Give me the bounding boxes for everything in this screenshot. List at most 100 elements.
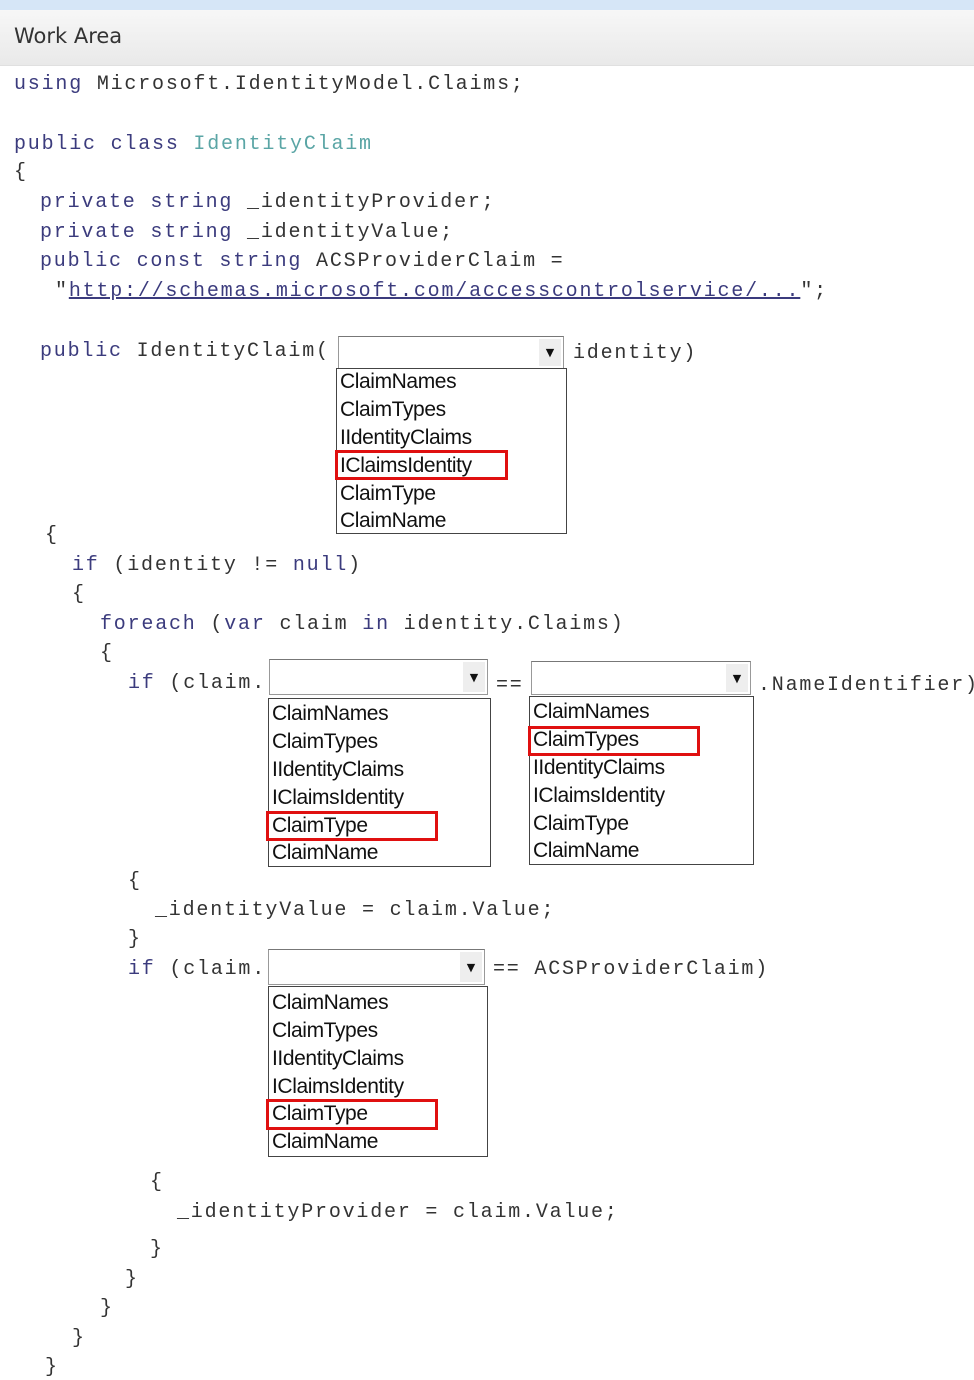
dropdown-option[interactable]: ClaimNames [272, 702, 389, 725]
code-text: identity) [573, 342, 698, 365]
claim-property-dropdown-2[interactable]: ▼ [268, 949, 485, 985]
code-text: (claim. [155, 672, 267, 695]
work-area-header: Work Area [0, 10, 974, 66]
dropdown-option[interactable]: IIdentityClaims [533, 756, 665, 779]
dropdown-option[interactable]: ClaimType [272, 1102, 368, 1125]
class-name: IdentityClaim [179, 133, 373, 156]
parameter-type-dropdown[interactable]: ▼ [338, 336, 564, 369]
keyword: if [128, 672, 156, 695]
dropdown-option[interactable]: ClaimTypes [340, 398, 446, 421]
code-line: } [150, 1238, 164, 1261]
dropdown-option[interactable]: ClaimNames [272, 991, 389, 1014]
dropdown-options-list: ClaimNames ClaimTypes IIdentityClaims IC… [529, 696, 754, 865]
keyword: in [362, 613, 390, 636]
code-text: ( [196, 613, 225, 636]
keyword: public const string [40, 250, 303, 273]
code-line: _identityValue = claim.Value; [155, 899, 556, 922]
code-line: using Microsoft.IdentityModel.Claims; [14, 73, 525, 97]
code-line: if (claim. [128, 958, 266, 982]
code-line: { [45, 524, 59, 547]
code-text: claim [265, 613, 363, 636]
chevron-down-icon[interactable]: ▼ [726, 664, 748, 692]
dropdown-option[interactable]: ClaimTypes [272, 730, 378, 753]
dropdown-option[interactable]: ClaimType [340, 482, 436, 505]
code-line: } [128, 928, 142, 951]
code-line: { [128, 870, 142, 893]
claim-property-dropdown[interactable]: ▼ [269, 659, 488, 695]
keyword: public [40, 340, 123, 363]
code-text: Microsoft.IdentityModel.Claims; [83, 73, 525, 96]
code-text: _identityValue; [233, 221, 455, 244]
keyword: public class [14, 133, 180, 156]
dropdown-option[interactable]: ClaimName [272, 1130, 379, 1153]
code-line: private string _identityProvider; [40, 191, 495, 215]
code-line: } [45, 1356, 59, 1379]
dropdown-option[interactable]: IClaimsIdentity [340, 454, 472, 477]
code-text: (claim. [155, 958, 267, 981]
keyword: using [14, 73, 84, 96]
code-line: public IdentityClaim( [40, 340, 330, 364]
chevron-down-icon[interactable]: ▼ [539, 339, 561, 366]
code-text: "; [800, 280, 828, 303]
chevron-down-icon[interactable]: ▼ [460, 952, 482, 982]
dropdown-options-list: ClaimNames ClaimTypes IIdentityClaims IC… [268, 698, 491, 867]
dropdown-options-list: ClaimNames ClaimTypes IIdentityClaims IC… [268, 986, 488, 1157]
dropdown-option[interactable]: ClaimName [533, 839, 640, 862]
dropdown-option[interactable]: IIdentityClaims [340, 426, 472, 449]
dropdown-option[interactable]: ClaimTypes [533, 728, 639, 751]
keyword: null [292, 554, 349, 577]
dropdown-option[interactable]: ClaimNames [340, 370, 457, 393]
code-text: " [55, 280, 69, 303]
dropdown-option[interactable]: ClaimName [272, 841, 379, 864]
code-line: public const string ACSProviderClaim = [40, 250, 565, 274]
keyword: private string [40, 221, 234, 244]
code-line: "http://schemas.microsoft.com/accesscont… [55, 280, 828, 304]
code-text: .NameIdentifier) [758, 674, 974, 697]
answer-highlight-box [335, 450, 508, 480]
keyword: var [224, 613, 266, 636]
code-line: foreach (var claim in identity.Claims) [100, 613, 625, 637]
schema-link[interactable]: http://schemas.microsoft.com/accesscontr… [68, 280, 801, 303]
keyword: foreach [100, 613, 197, 636]
claim-types-class-dropdown[interactable]: ▼ [531, 661, 751, 695]
code-text: IdentityClaim( [122, 340, 330, 363]
code-line: { [14, 161, 28, 184]
keyword: private string [40, 191, 234, 214]
dropdown-option[interactable]: IClaimsIdentity [272, 1075, 404, 1098]
dropdown-option[interactable]: IIdentityClaims [272, 758, 404, 781]
code-text: identity.Claims) [389, 613, 625, 636]
dropdown-option[interactable]: ClaimType [533, 812, 629, 835]
code-line: if (identity != null) [72, 554, 362, 578]
keyword: if [72, 554, 100, 577]
code-line: private string _identityValue; [40, 221, 454, 245]
dropdown-option[interactable]: ClaimName [340, 509, 447, 532]
dropdown-option[interactable]: ClaimNames [533, 700, 650, 723]
answer-highlight-box [528, 726, 700, 756]
answer-highlight-box [266, 1099, 438, 1130]
chevron-down-icon[interactable]: ▼ [463, 662, 485, 692]
code-line: } [125, 1268, 139, 1291]
dropdown-option[interactable]: IClaimsIdentity [272, 786, 404, 809]
code-text: ) [348, 554, 362, 577]
dropdown-option[interactable]: IIdentityClaims [272, 1047, 404, 1070]
code-text: (identity != [99, 554, 293, 577]
code-line: { [72, 583, 86, 606]
code-line: } [100, 1297, 114, 1320]
answer-highlight-box [266, 811, 438, 841]
code-text: ACSProviderClaim = [302, 250, 565, 273]
dropdown-options-list: ClaimNames ClaimTypes IIdentityClaims IC… [336, 368, 567, 534]
keyword: if [128, 958, 156, 981]
dropdown-option[interactable]: ClaimTypes [272, 1019, 378, 1042]
code-line: } [72, 1327, 86, 1350]
code-line: { [150, 1171, 164, 1194]
top-strip [0, 0, 974, 10]
dropdown-option[interactable]: IClaimsIdentity [533, 784, 665, 807]
code-line: { [100, 642, 114, 665]
code-text: == ACSProviderClaim) [493, 958, 770, 981]
code-line: if (claim. [128, 672, 266, 696]
dropdown-option[interactable]: ClaimType [272, 814, 368, 837]
code-line: public class IdentityClaim [14, 133, 373, 157]
code-text: == [496, 674, 524, 697]
code-line: _identityProvider = claim.Value; [177, 1201, 619, 1224]
code-text: _identityProvider; [233, 191, 496, 214]
